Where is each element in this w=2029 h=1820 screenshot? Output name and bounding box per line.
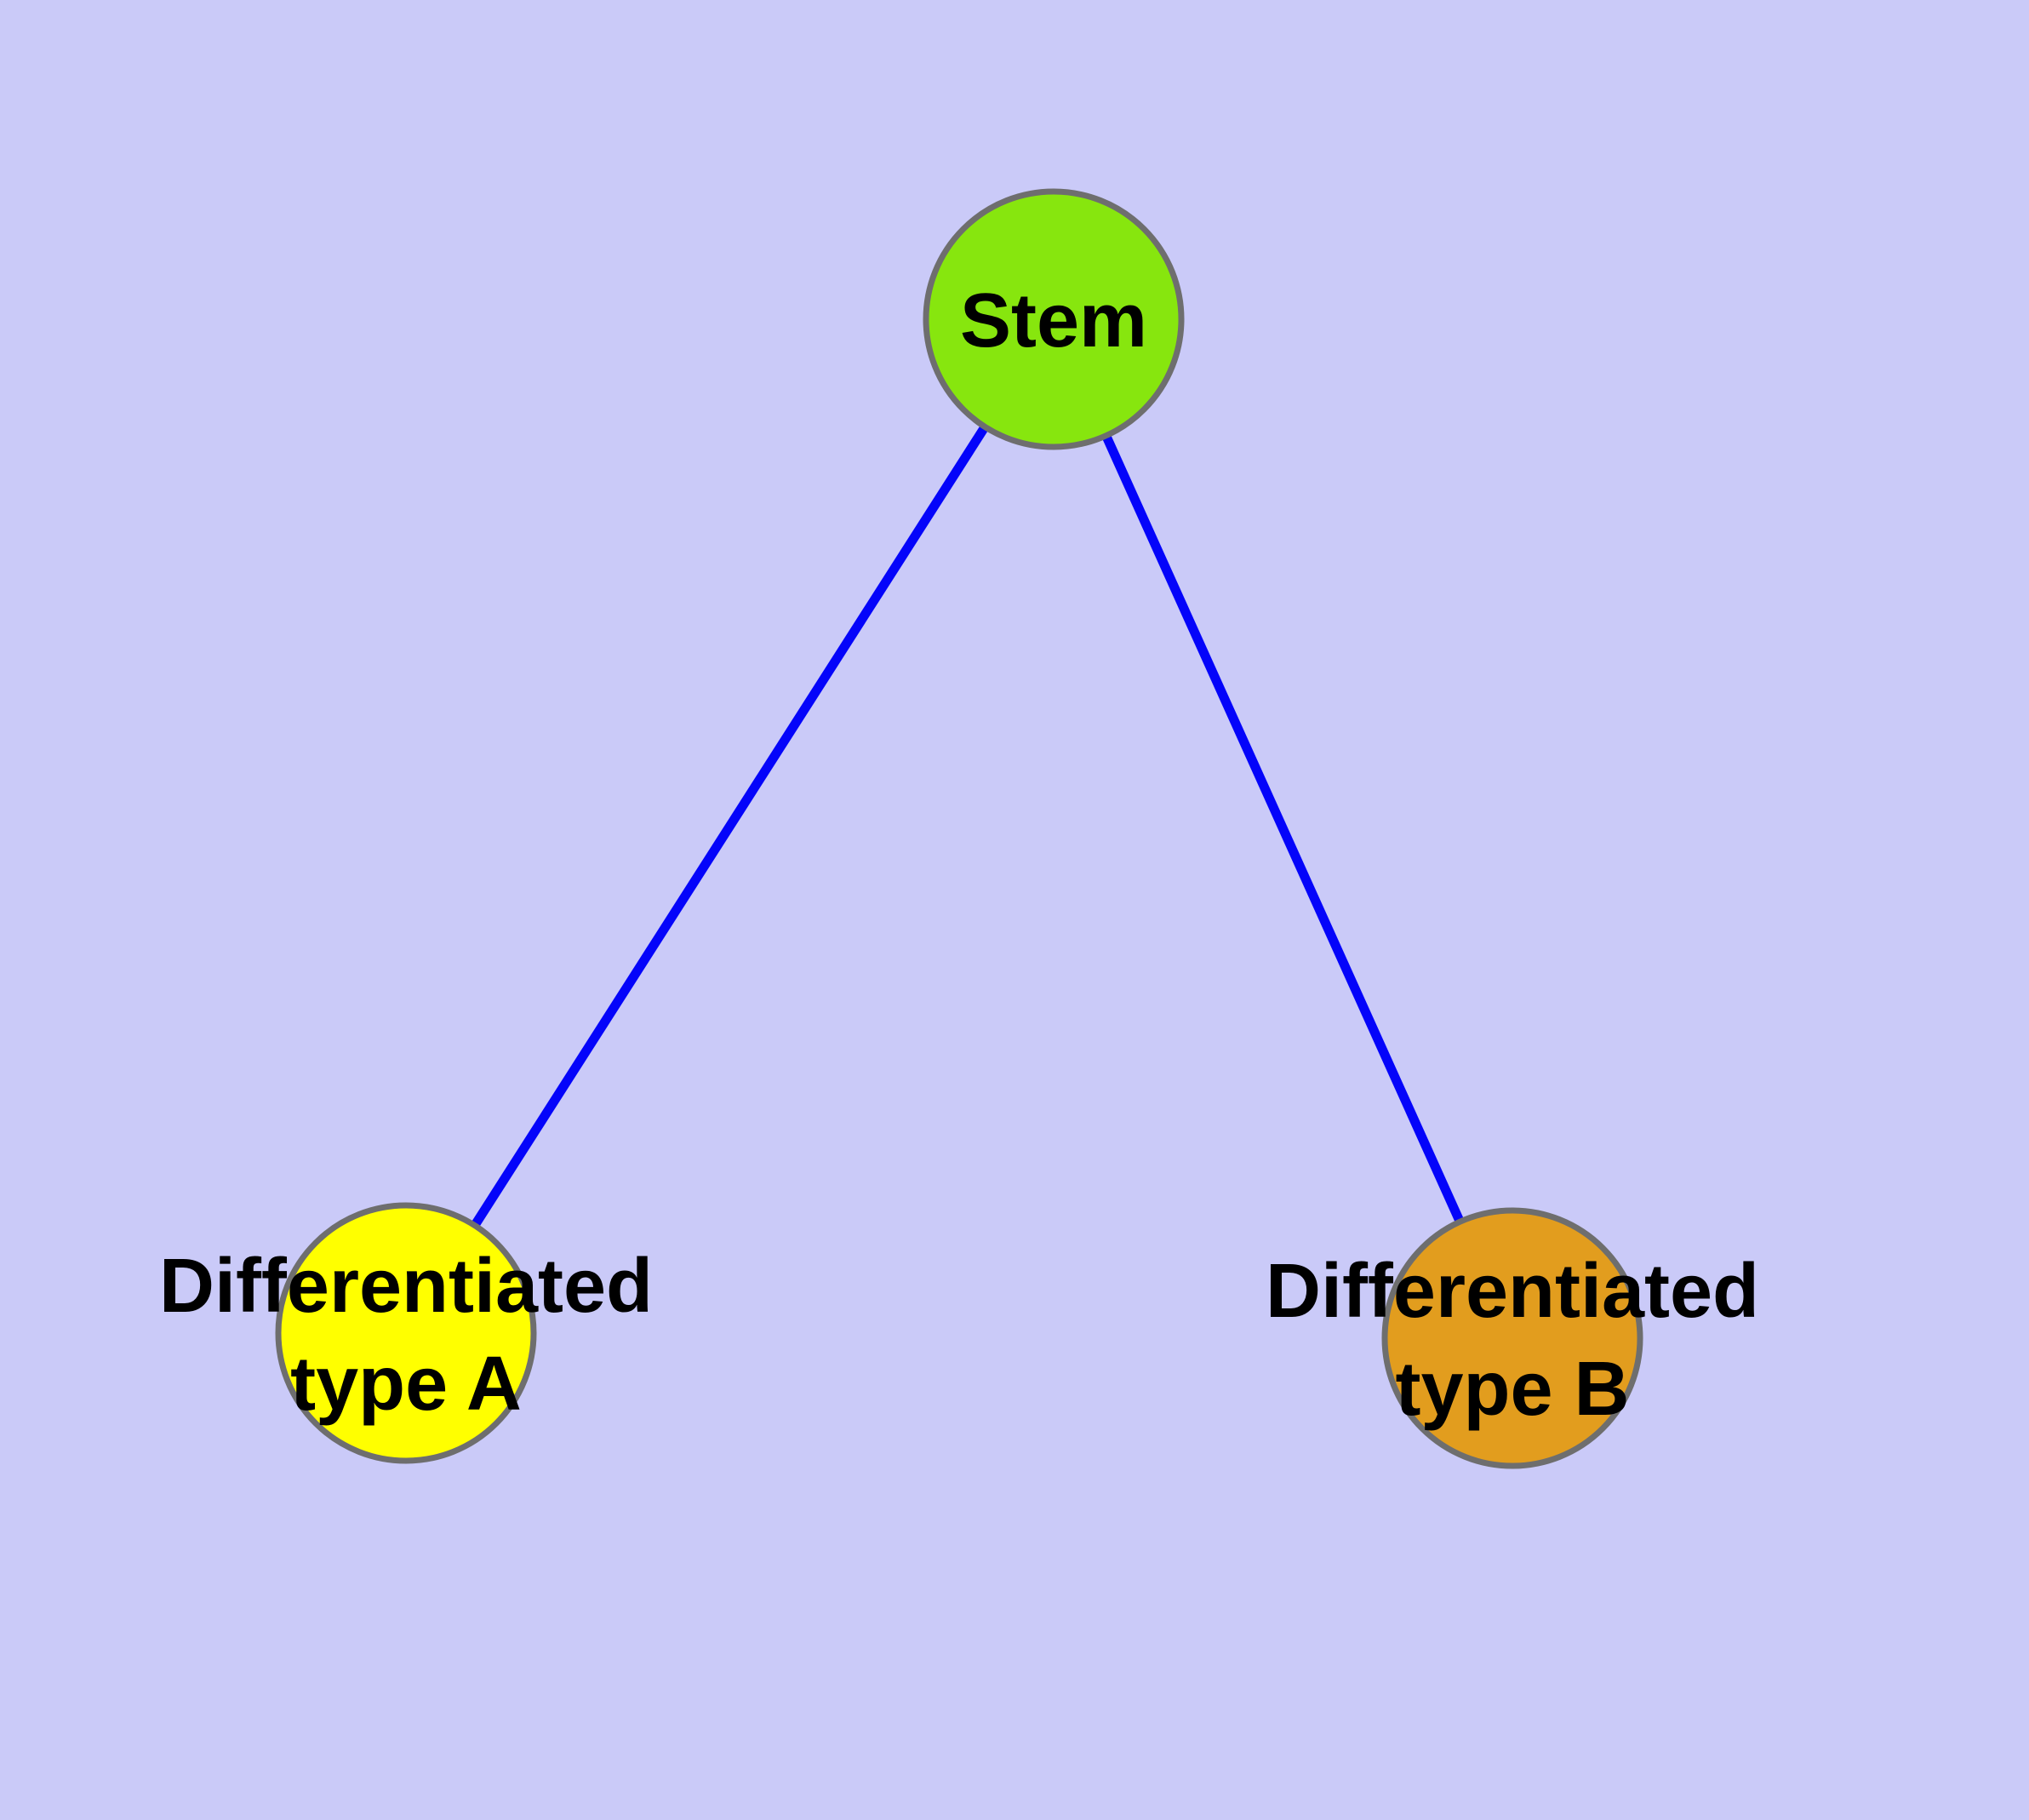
node-stem <box>923 188 1185 450</box>
edge-stem-to-type-b <box>1049 317 1517 1341</box>
edge-stem-to-type-a <box>402 317 1058 1336</box>
node-differentiated-type-b <box>1381 1207 1643 1469</box>
node-differentiated-type-a <box>275 1202 537 1464</box>
node-stem-label: Stem <box>960 278 1147 363</box>
node-type-a-label-line1: Differentiated <box>159 1244 653 1329</box>
node-type-b-label-line1: Differentiated <box>1266 1249 1759 1334</box>
node-type-a-label-line2: type A <box>290 1342 522 1427</box>
node-type-b-label-line2: type B <box>1395 1347 1629 1432</box>
